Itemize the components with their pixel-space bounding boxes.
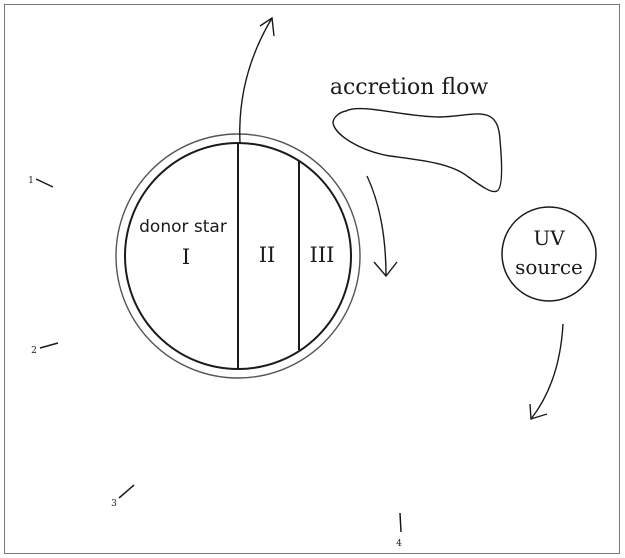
marker-3-tick [118, 484, 135, 499]
uv-source-label-line2: source [515, 255, 583, 279]
arrow-uv-outflow [529, 323, 564, 420]
region-label-2: II [259, 243, 276, 267]
donor-star [115, 133, 361, 379]
marker-3: 3 [111, 484, 135, 509]
arrow-stream-down [366, 175, 398, 278]
accretion-flow-stream [332, 107, 503, 193]
region-label-1: I [182, 245, 190, 269]
marker-2: 2 [31, 342, 59, 356]
region-label-3: III [310, 243, 335, 267]
marker-4: 4 [396, 512, 402, 549]
marker-1-label: 1 [28, 176, 34, 186]
frame-border [4, 4, 620, 554]
arrow-top-outflow [239, 16, 275, 144]
donor-star-label: donor star [139, 217, 227, 237]
marker-2-tick [39, 342, 59, 349]
accretion-flow-label: accretion flow [330, 75, 488, 100]
marker-3-label: 3 [111, 499, 117, 509]
uv-source-circle [501, 206, 597, 302]
uv-source-label-line1: UV [533, 226, 565, 250]
marker-4-tick [399, 512, 402, 533]
marker-1: 1 [28, 176, 54, 188]
donor-star-outer-ring [115, 133, 361, 379]
marker-1-tick [35, 178, 54, 188]
marker-4-label: 4 [396, 539, 402, 549]
marker-2-label: 2 [31, 346, 37, 356]
